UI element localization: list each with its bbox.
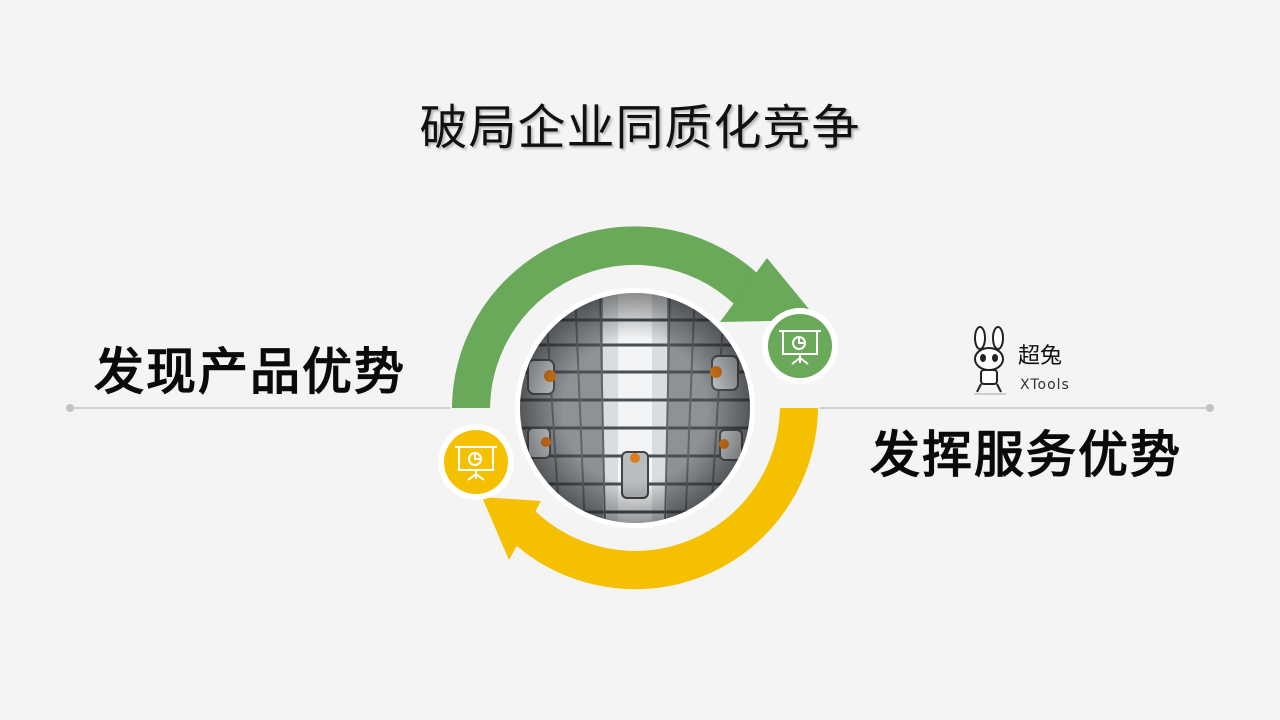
center-elevator-photo	[515, 288, 755, 528]
xtools-logo: 超兔 XTools	[966, 326, 1086, 400]
presentation-chart-icon	[455, 446, 497, 481]
right-divider-line	[820, 407, 1210, 409]
left-divider-line	[70, 407, 450, 409]
page-title: 破局企业同质化竞争	[419, 100, 861, 156]
left-label: 发现产品优势	[94, 343, 406, 401]
right-divider-dot	[1206, 404, 1214, 412]
logo-text-cn: 超兔	[1018, 344, 1063, 369]
left-divider-dot	[66, 404, 74, 412]
rabbit-mascot-icon	[974, 326, 1006, 395]
green-cycle-arrow	[452, 226, 818, 408]
yellow-presentation-badge	[438, 424, 514, 500]
yellow-cycle-arrow	[482, 408, 818, 590]
green-presentation-badge	[762, 308, 838, 384]
right-label: 发挥服务优势	[870, 426, 1182, 484]
presentation-chart-icon	[779, 330, 821, 365]
cycle-diagram	[438, 226, 838, 590]
logo-text-en: XTools	[1020, 377, 1070, 393]
